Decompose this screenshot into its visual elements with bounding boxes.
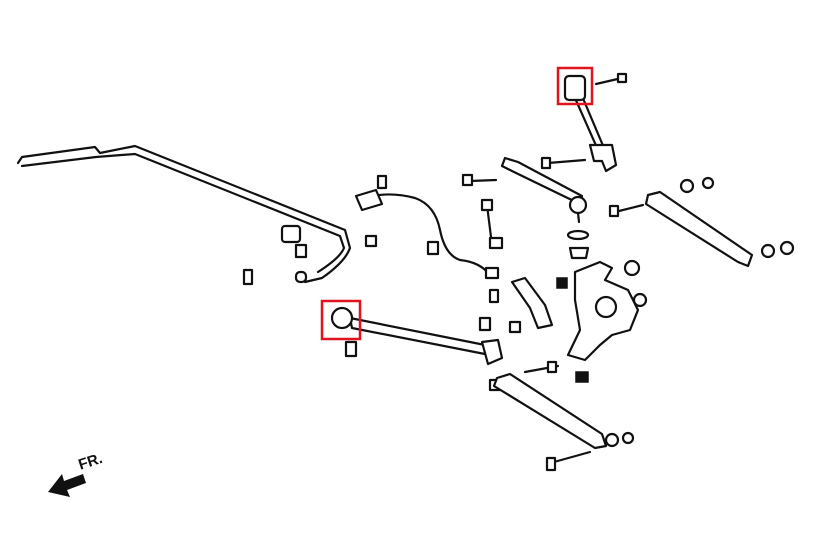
brake-line: [354, 174, 500, 304]
front-direction-arrow-icon: [48, 474, 86, 497]
rear-knuckle: [556, 259, 648, 383]
sway-bar-bushing: [280, 224, 308, 259]
upper-control-arm: [461, 156, 590, 260]
stabilizer-end-link: [480, 198, 504, 250]
highlight-box-upper: [556, 66, 594, 106]
bracket: [478, 276, 554, 334]
trailing-arm-right: [608, 176, 795, 268]
bottom-trailing-link: [492, 360, 635, 472]
lower-control-arm: [330, 306, 504, 392]
sway-bar-clamp-bolts: [242, 234, 378, 286]
upper-link-top: [563, 72, 628, 173]
sway-bar: [16, 144, 352, 284]
highlight-box-lower: [320, 299, 362, 341]
